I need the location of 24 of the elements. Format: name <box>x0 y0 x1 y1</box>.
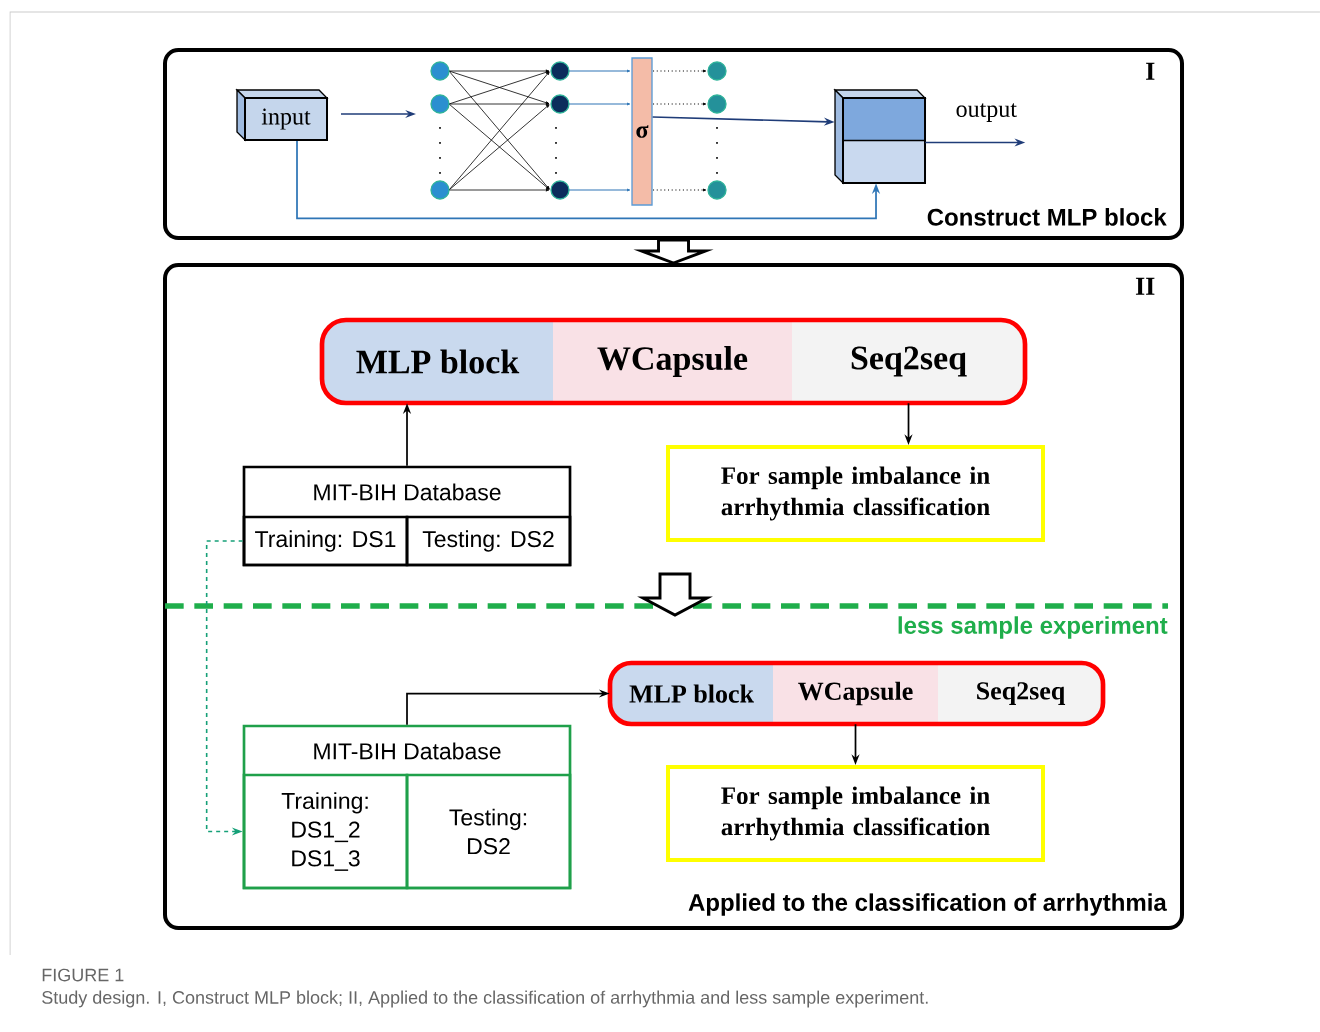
module-cell: Seq2seq <box>792 320 1025 403</box>
module-bar <box>319 317 1028 406</box>
note-box: For sample imbalance in arrhythmia classification <box>666 445 1045 542</box>
module-cell: Seq2seq <box>938 663 1103 724</box>
module-cell: MLP block <box>322 320 553 403</box>
module-bar <box>607 660 1106 727</box>
module-cell: WCapsule <box>773 663 938 724</box>
table-cell: Testing: DS2 <box>405 773 572 890</box>
caption: Study design. I, Construct MLP block; II, Applied to the classification of arrhythmia and less sample experiment. <box>42 990 928 1008</box>
module-cell: MLP block <box>610 663 773 724</box>
panel-number: II <box>1135 277 1155 295</box>
block-arrow <box>633 238 714 265</box>
table-cell: Training: DS1 <box>242 515 409 567</box>
section-label: less sample experiment <box>898 616 1168 639</box>
panel-title: Construct MLP block <box>927 208 1167 226</box>
panel-number: I <box>1146 62 1155 80</box>
panel-title: Applied to the classification of arrhythmia <box>688 893 1167 916</box>
table-cell: Training: DS1_2 DS1_3 <box>242 773 409 890</box>
note-box: For sample imbalance in arrhythmia classification <box>666 765 1045 862</box>
edge-label: output <box>954 101 1019 124</box>
figure-number: FIGURE 1 <box>42 968 124 982</box>
table-cell: Testing: DS2 <box>405 515 572 567</box>
module-cell: WCapsule <box>553 320 792 403</box>
activation-bar: σ <box>631 57 653 206</box>
